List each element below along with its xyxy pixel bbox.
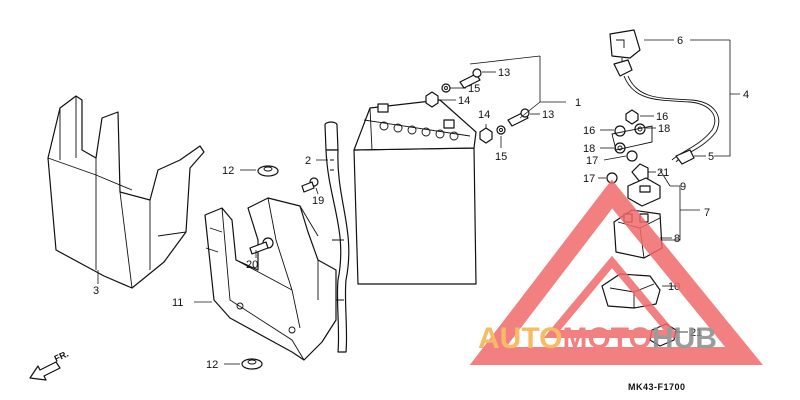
callout-11: 11 bbox=[172, 297, 183, 309]
callout-17-lower: 17 bbox=[583, 173, 595, 185]
callout-1: 1 bbox=[575, 97, 581, 109]
watermark-text-hub: HUB bbox=[652, 322, 717, 355]
relay-plug-9 bbox=[627, 177, 661, 207]
callout-12-upper: 12 bbox=[222, 165, 234, 177]
bolt-20 bbox=[249, 237, 274, 255]
watermark: AUTOMOTOHUB bbox=[469, 179, 763, 365]
washer-15-upper bbox=[441, 83, 451, 93]
diagram-code: MK43-F1700 bbox=[628, 382, 686, 392]
bolt-19 bbox=[301, 177, 319, 193]
cable-assembly bbox=[609, 29, 720, 165]
callout-15-upper: 15 bbox=[468, 83, 480, 95]
svg-text:AUTOMOTOHUB: AUTOMOTOHUB bbox=[478, 322, 717, 355]
callout-21-lower: 21 bbox=[690, 327, 702, 339]
callout-16-right: 16 bbox=[656, 111, 668, 123]
front-direction-label: FR. bbox=[53, 349, 70, 364]
nut-16-left bbox=[614, 125, 626, 137]
bolt-13-upper bbox=[459, 68, 482, 89]
callouts: 1 2 3 4 5 6 7 8 9 10 11 12 12 13 13 14 1… bbox=[93, 35, 749, 371]
callout-18-right: 18 bbox=[658, 123, 670, 135]
callout-20: 20 bbox=[246, 259, 258, 271]
nut-14-lower bbox=[479, 127, 493, 144]
callout-18-left: 18 bbox=[583, 143, 595, 155]
front-direction-arrow: FR. bbox=[29, 349, 70, 381]
callout-15-lower: 15 bbox=[495, 151, 507, 163]
battery-cover bbox=[47, 95, 205, 289]
callout-13-upper: 13 bbox=[498, 67, 510, 79]
watermark-triangle-logo bbox=[469, 179, 763, 365]
callout-19: 19 bbox=[312, 195, 324, 207]
callout-5: 5 bbox=[708, 151, 714, 163]
washer-17-upper bbox=[626, 150, 638, 162]
leader-lines bbox=[97, 39, 740, 365]
breather-tube bbox=[324, 121, 350, 353]
callout-16-left: 16 bbox=[583, 125, 595, 137]
battery-cells bbox=[379, 121, 459, 141]
nut-14-upper bbox=[425, 91, 439, 108]
bolt-13-lower bbox=[507, 108, 530, 127]
washer-15-lower bbox=[496, 125, 506, 135]
callout-2: 2 bbox=[305, 155, 311, 167]
callout-6: 6 bbox=[677, 35, 683, 47]
callout-14-lower: 14 bbox=[478, 109, 490, 121]
callout-14-upper: 14 bbox=[458, 95, 470, 107]
callout-17-upper: 17 bbox=[586, 155, 598, 167]
callout-12-lower: 12 bbox=[206, 359, 218, 371]
callout-8: 8 bbox=[674, 233, 680, 245]
battery-holder bbox=[204, 197, 337, 361]
watermark-text-auto: AUTO bbox=[478, 322, 562, 355]
fuse-21-upper bbox=[631, 163, 649, 183]
terminal-strip bbox=[611, 125, 653, 151]
callout-13-lower: 13 bbox=[542, 109, 554, 121]
washer-12-upper bbox=[257, 165, 279, 177]
callout-3: 3 bbox=[93, 285, 99, 297]
callout-4: 4 bbox=[743, 89, 749, 101]
nut-16-right bbox=[625, 109, 639, 125]
callout-21-upper: 21 bbox=[657, 167, 669, 179]
callout-7: 7 bbox=[704, 207, 710, 219]
washer-12-lower bbox=[241, 358, 263, 370]
battery bbox=[353, 99, 477, 285]
watermark-text-moto: MOTO bbox=[562, 322, 651, 355]
callout-9: 9 bbox=[680, 181, 686, 193]
